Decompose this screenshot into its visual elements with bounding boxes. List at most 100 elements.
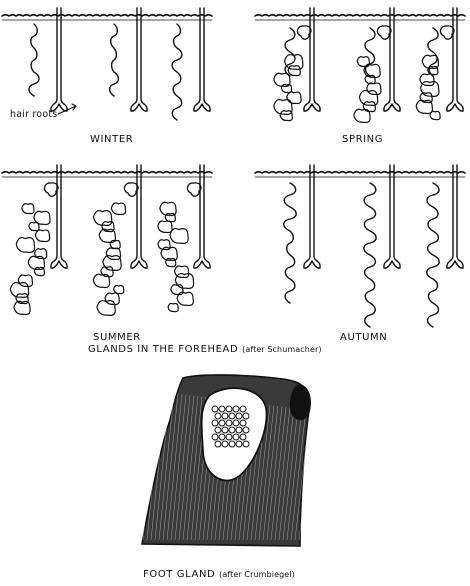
panel-label-spring: SPRING bbox=[342, 135, 383, 145]
gland-coil bbox=[106, 248, 120, 260]
gland-coil bbox=[16, 238, 34, 253]
gland-coil bbox=[430, 111, 440, 119]
gland-duct bbox=[284, 183, 296, 303]
hair-follicle bbox=[194, 8, 210, 111]
panel-winter bbox=[2, 8, 212, 120]
gland-follicle bbox=[236, 441, 242, 447]
gland-follicle bbox=[229, 441, 235, 447]
gland-follicle bbox=[215, 427, 221, 433]
gland-follicle bbox=[222, 441, 228, 447]
panel-autumn bbox=[255, 165, 465, 327]
gland-follicle bbox=[212, 434, 218, 440]
gland-follicle bbox=[215, 441, 221, 447]
gland-coil bbox=[168, 303, 178, 311]
hair-follicle bbox=[131, 8, 147, 111]
gland-duct bbox=[364, 183, 376, 327]
gland-follicle bbox=[233, 406, 239, 412]
hair-roots-label: hair roots bbox=[10, 110, 57, 120]
foot-gland-drawing bbox=[135, 375, 314, 546]
gland-coil bbox=[105, 293, 119, 305]
gland-follicle bbox=[215, 413, 221, 419]
sebaceous-lobe bbox=[297, 26, 311, 39]
gland-duct bbox=[110, 24, 119, 96]
gland-coil bbox=[170, 229, 188, 244]
panel-label-autumn: AUTUMN bbox=[340, 333, 387, 343]
foot-caption-credit: (after Crumbiegel) bbox=[219, 570, 295, 579]
forehead-caption-main: GLANDS IN THE FOREHEAD bbox=[88, 344, 238, 355]
gland-coil bbox=[287, 92, 301, 104]
gland-follicle bbox=[219, 420, 225, 426]
gland-coil bbox=[35, 230, 49, 242]
gland-duct bbox=[172, 24, 182, 120]
hair-follicle bbox=[304, 165, 320, 268]
hair-follicle bbox=[304, 8, 320, 111]
gland-coil bbox=[171, 285, 183, 295]
gland-coil bbox=[97, 301, 115, 316]
gland-coil bbox=[111, 203, 125, 215]
hair-follicle bbox=[131, 165, 147, 268]
hair-follicle bbox=[194, 165, 210, 268]
gland-coil bbox=[110, 240, 120, 248]
sebaceous-lobe bbox=[187, 183, 201, 196]
forehead-caption: GLANDS IN THE FOREHEAD (after Schumacher… bbox=[88, 345, 322, 355]
gland-coil bbox=[421, 82, 439, 97]
panel-label-summer: SUMMER bbox=[93, 333, 141, 343]
panel-spring bbox=[255, 8, 465, 122]
skin-surface bbox=[2, 172, 212, 173]
panel-label-winter: WINTER bbox=[90, 135, 133, 145]
gland-follicle bbox=[226, 406, 232, 412]
hair-follicle bbox=[51, 165, 67, 268]
gland-follicle bbox=[233, 434, 239, 440]
sebaceous-lobe bbox=[440, 26, 454, 39]
gland-duct bbox=[427, 183, 439, 327]
gland-coil bbox=[18, 275, 32, 287]
sebaceous-lobe bbox=[377, 26, 391, 39]
hair-follicle bbox=[51, 8, 67, 111]
dew-claw bbox=[290, 385, 310, 420]
gland-follicle bbox=[229, 413, 235, 419]
gland-coil bbox=[280, 111, 292, 121]
gland-coil bbox=[288, 66, 300, 76]
forehead-caption-credit: (after Schumacher) bbox=[242, 345, 322, 354]
gland-follicle bbox=[229, 427, 235, 433]
gland-follicle bbox=[212, 406, 218, 412]
skin-surface bbox=[2, 15, 212, 16]
gland-follicle bbox=[219, 434, 225, 440]
gland-coil bbox=[177, 292, 193, 305]
gland-follicle bbox=[226, 434, 232, 440]
hair-follicle bbox=[447, 165, 463, 268]
foot-caption-main: FOOT GLAND bbox=[143, 569, 215, 580]
panel-summer bbox=[2, 165, 212, 315]
gland-follicle bbox=[212, 420, 218, 426]
gland-follicle bbox=[226, 420, 232, 426]
gland-coil bbox=[22, 204, 34, 214]
gland-follicle bbox=[240, 406, 246, 412]
hair-follicle bbox=[384, 8, 400, 111]
gland-follicle bbox=[243, 441, 249, 447]
gland-follicle bbox=[236, 413, 242, 419]
gland-coil bbox=[10, 283, 28, 298]
gland-coil bbox=[158, 221, 172, 233]
sebaceous-lobe bbox=[44, 183, 58, 196]
hair-follicle bbox=[384, 165, 400, 268]
hair-follicle bbox=[447, 8, 463, 111]
gland-coil bbox=[363, 102, 375, 112]
gland-follicle bbox=[233, 420, 239, 426]
foot-caption: FOOT GLAND (after Crumbiegel) bbox=[143, 570, 295, 580]
skin-surface bbox=[255, 172, 465, 173]
skin-surface bbox=[255, 15, 465, 16]
gland-follicle bbox=[243, 427, 249, 433]
gland-follicle bbox=[222, 427, 228, 433]
gland-follicle bbox=[236, 427, 242, 433]
gland-follicle bbox=[222, 413, 228, 419]
gland-follicle bbox=[219, 406, 225, 412]
sebaceous-lobe bbox=[124, 183, 138, 196]
gland-coil bbox=[367, 83, 381, 95]
gland-coil bbox=[175, 274, 193, 289]
gland-duct bbox=[29, 24, 39, 96]
gland-coil bbox=[114, 285, 124, 293]
gland-follicle bbox=[240, 434, 246, 440]
gland-follicle bbox=[240, 420, 246, 426]
gland-follicle bbox=[243, 413, 249, 419]
